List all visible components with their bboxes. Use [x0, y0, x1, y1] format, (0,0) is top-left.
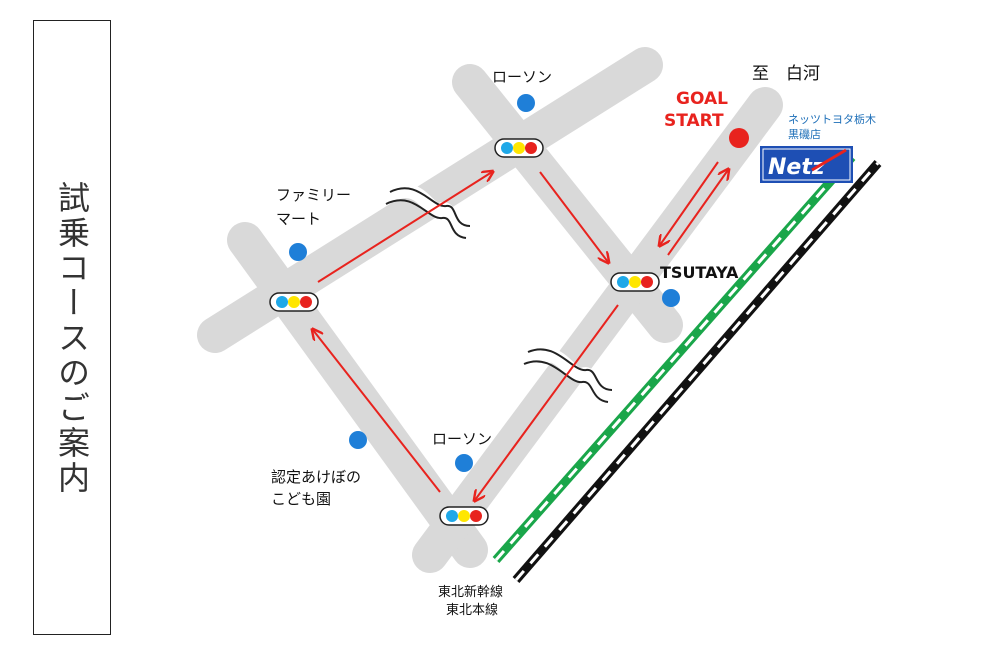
route-arrow-tsutaya-to-lawson-bottom [475, 304, 619, 500]
route-arrow-goal-to-tsutaya [660, 161, 719, 245]
route-arrow-lawson-top-to-tsutaya [539, 171, 608, 262]
label-tsutaya: TSUTAYA [660, 263, 739, 282]
poi-marker-lawson-top [517, 94, 535, 112]
label-kindergarten-line2: こども園 [271, 490, 331, 508]
signal-red-light [641, 276, 653, 288]
signal-blue-light [276, 296, 288, 308]
label-dealer-line1: ネッツトヨタ栃木 [788, 112, 876, 126]
goal-start-marker [729, 128, 749, 148]
road-break-mark-upper [386, 184, 471, 231]
label-rail-line2: 東北本線 [446, 602, 498, 618]
traffic-signal-lawson-top [494, 138, 544, 158]
label-goal: GOAL [676, 89, 728, 109]
signal-red-light [470, 510, 482, 522]
page-title: 試乗コースのご案内 [53, 181, 91, 496]
signal-yellow-light [513, 142, 525, 154]
traffic-signal-tsutaya [610, 272, 660, 292]
signal-yellow-light [288, 296, 300, 308]
signal-blue-light [501, 142, 513, 154]
label-lawson-top: ローソン [492, 68, 552, 86]
signal-red-light [300, 296, 312, 308]
road-break-mark-lower-outline2 [523, 360, 609, 403]
signal-blue-light [617, 276, 629, 288]
road-break-mark-lower [526, 347, 613, 397]
route-arrow-lawson-bottom-to-familymart [313, 330, 441, 493]
label-direction: 至 白河 [752, 64, 820, 84]
netz-logo-accent [811, 148, 847, 172]
main-line-dash [514, 162, 880, 581]
signal-red-light [525, 142, 537, 154]
poi-marker-familymart [289, 243, 307, 261]
road-break-mark-lower-outline [527, 348, 613, 391]
traffic-signal-lawson-bottom [439, 506, 489, 526]
railways [492, 154, 882, 583]
road-break-mark-upper-outline [389, 187, 471, 227]
label-familymart-line2: マート [276, 210, 321, 228]
road-break-mark-upper-outline2 [385, 199, 467, 239]
shinkansen-line-dash [494, 156, 854, 561]
poi-marker-lawson-bottom [455, 454, 473, 472]
label-rail-line1: 東北新幹線 [438, 584, 503, 600]
signal-blue-light [446, 510, 458, 522]
signal-yellow-light [629, 276, 641, 288]
traffic-signal-familymart [269, 292, 319, 312]
road-main-diagonal [412, 87, 783, 573]
signal-yellow-light [458, 510, 470, 522]
road-break-marks [385, 184, 613, 403]
netz-logo: Netz [760, 146, 853, 183]
route-arrows [313, 161, 728, 500]
label-lawson-bottom: ローソン [432, 430, 492, 448]
poi-marker-tsutaya [662, 289, 680, 307]
label-dealer-line2: 黒磯店 [788, 127, 821, 141]
route-arrow-tsutaya-to-goal [667, 170, 728, 256]
title-box: 試乗コースのご案内 [33, 20, 111, 635]
route-arrow-familymart-to-lawson-top [317, 172, 492, 283]
poi-marker-kindergarten [349, 431, 367, 449]
road-left-diagonal [227, 222, 488, 568]
label-kindergarten-line1: 認定あけぼの [271, 468, 361, 486]
label-start: START [664, 111, 724, 131]
label-familymart-line1: ファミリー [276, 186, 351, 204]
